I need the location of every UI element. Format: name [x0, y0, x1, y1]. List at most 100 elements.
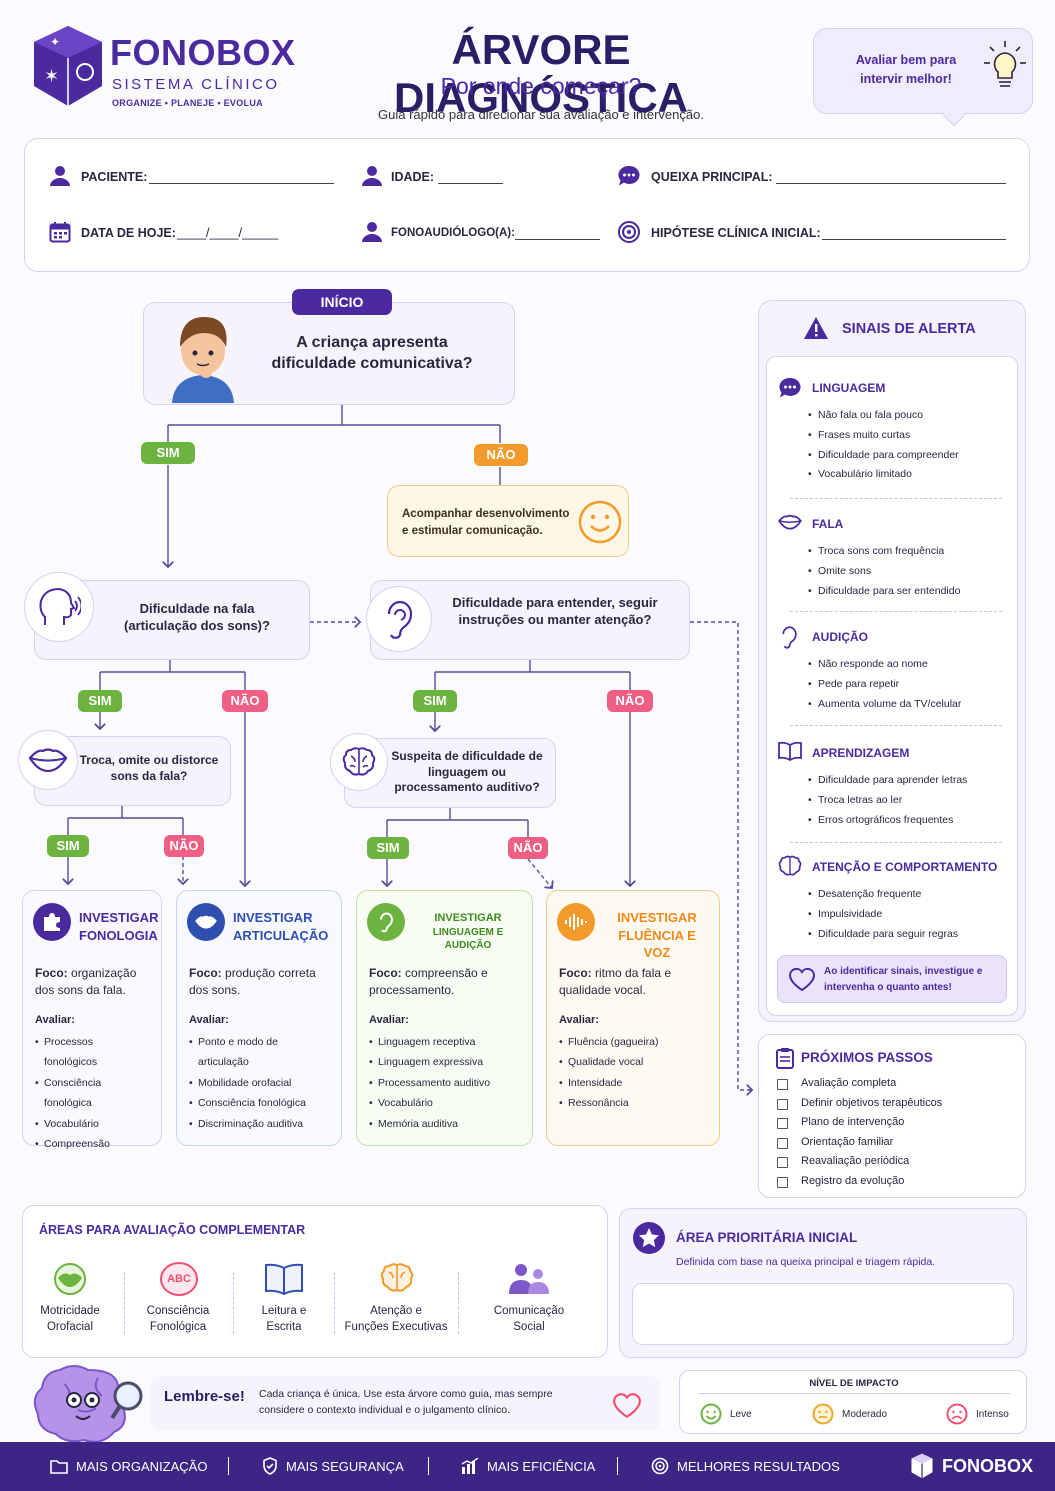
evaluate-label: Avaliar: — [189, 1013, 229, 1026]
patient-form: PACIENTE: IDADE: QUEIXA PRINCIPAL: DATA … — [24, 138, 1030, 272]
hypothesis-field[interactable] — [822, 239, 1006, 240]
card-title-prefix: INVESTIGAR — [617, 910, 697, 925]
impact-level-label: Moderado — [842, 1409, 888, 1420]
patient-label: PACIENTE: — [81, 170, 148, 184]
checklist-item[interactable]: Reavaliação periódica — [777, 1152, 942, 1172]
list-item: Dificuldade para aprender letras — [808, 771, 1004, 791]
clipboard-icon — [776, 1048, 794, 1069]
card-title: ARTICULAÇÃO — [233, 927, 329, 943]
complaint-label: QUEIXA PRINCIPAL: — [651, 170, 773, 184]
alert-note-text: Ao identificar sinais, investigue e inte… — [824, 966, 983, 993]
list-item: Processos fonológicos — [35, 1032, 149, 1073]
star-badge-icon — [633, 1222, 665, 1254]
divider — [790, 725, 1002, 726]
alert-section-title: LINGUAGEM — [812, 381, 886, 395]
user-icon — [50, 166, 70, 186]
checklist-item[interactable]: Orientação familiar — [777, 1133, 942, 1153]
yes-badge: SIM — [78, 690, 122, 712]
heart-icon — [613, 1393, 641, 1419]
brand-logo: ✦ ✶ — [30, 24, 106, 108]
checklist-item[interactable]: Avaliação completa — [777, 1074, 942, 1094]
hypothesis-label: HIPÓTESE CLÍNICA INICIAL: — [651, 226, 821, 240]
reminder-text: Cada criança é única. Use esta árvore co… — [259, 1388, 553, 1416]
bar-chart-icon — [461, 1458, 479, 1474]
complaint-field[interactable] — [776, 183, 1006, 184]
alert-section-speech: FALA Troca sons com frequência Omite son… — [778, 514, 1004, 601]
brain-icon — [778, 855, 802, 883]
list-item: Desatenção frequente — [808, 885, 1004, 905]
priority-input[interactable] — [632, 1283, 1014, 1345]
card-title-prefix: INVESTIGAR — [434, 912, 502, 924]
speech-question: Dificuldade na fala (articulação dos son… — [124, 601, 270, 633]
area-label: Social — [513, 1320, 545, 1333]
tip-bubble: Avaliar bem para intervir melhor! — [813, 28, 1033, 127]
target-icon — [618, 221, 640, 243]
divider — [790, 498, 1002, 499]
area-label: Escrita — [266, 1320, 302, 1333]
svg-text:✦: ✦ — [50, 35, 60, 49]
next-steps-panel: PRÓXIMOS PASSOS Avaliação completa Defin… — [758, 1034, 1026, 1198]
footer-label: MAIS SEGURANÇA — [286, 1458, 404, 1474]
list-item: Intensidade — [559, 1073, 707, 1094]
no-badge: NÃO — [474, 444, 528, 466]
evaluate-label: Avaliar: — [369, 1013, 409, 1026]
focus-label: Foco: — [559, 966, 592, 980]
lips-icon — [187, 903, 225, 941]
brain-icon — [380, 1263, 414, 1292]
brand-name: FONOBOX — [110, 32, 296, 73]
card-title-prefix: INVESTIGAR — [79, 910, 159, 925]
date-field[interactable]: ____/____/_____ — [177, 225, 279, 240]
page-subtitle: Por onde começar? — [440, 73, 642, 99]
yes-badge: SIM — [413, 690, 457, 712]
lightbulb-icon — [984, 41, 1026, 87]
yes-badge: SIM — [47, 835, 89, 857]
area-label: Consciência — [146, 1305, 210, 1317]
alert-section-hearing: AUDIÇÃO Não responde ao nome Pede para r… — [778, 626, 1004, 714]
alert-section-title: FALA — [812, 517, 844, 531]
list-item: Ressonância — [559, 1093, 707, 1114]
brain-icon — [330, 733, 388, 791]
yes-badge: SIM — [141, 442, 195, 464]
focus-text: organização dos sons da fala. — [35, 966, 137, 998]
footer-item: MAIS EFICIÊNCIA — [461, 1457, 595, 1475]
checklist-item[interactable]: Registro da evolução — [777, 1172, 942, 1192]
footer-label: MAIS ORGANIZAÇÃO — [76, 1458, 208, 1474]
area-label: Comunicação — [493, 1305, 565, 1317]
divider — [428, 1457, 429, 1475]
area-orofacial: Motricidade Orofacial — [30, 1304, 110, 1335]
checklist-item[interactable]: Definir objetivos terapêuticos — [777, 1094, 942, 1114]
investigate-articulation-card: INVESTIGAR ARTICULAÇÃO Foco: produção co… — [176, 890, 342, 1146]
therapist-field[interactable] — [515, 239, 600, 240]
list-item: Omite sons — [808, 562, 1004, 582]
footer-item: MELHORES RESULTADOS — [651, 1457, 840, 1475]
complementary-title: ÁREAS PARA AVALIAÇÃO COMPLEMENTAR — [39, 1223, 306, 1237]
age-label: IDADE: — [391, 170, 435, 184]
yes-badge: SIM — [367, 837, 409, 859]
divider — [233, 1272, 234, 1334]
list-item: Mobilidade orofacial — [189, 1073, 329, 1094]
brand-subtitle: SISTEMA CLÍNICO — [112, 76, 280, 93]
evaluate-label: Avaliar: — [35, 1013, 75, 1026]
list-item: Memória auditiva — [369, 1114, 520, 1135]
book-icon — [778, 741, 802, 767]
list-item: Compreensão — [35, 1134, 149, 1155]
divider — [228, 1457, 229, 1475]
start-label: INÍCIO — [292, 289, 392, 315]
patient-field[interactable] — [149, 183, 334, 184]
footer-brand-name: FONOBOX — [942, 1455, 1034, 1476]
shield-check-icon — [263, 1457, 277, 1475]
footer-label: MELHORES RESULTADOS — [677, 1458, 840, 1474]
area-label: Leitura e — [261, 1305, 307, 1317]
neutral-face-icon — [812, 1403, 834, 1425]
list-item: Pede para repetir — [808, 675, 1004, 695]
page-description: Guia rápido para direcionar sua avaliaçã… — [378, 107, 704, 122]
ear-icon — [367, 903, 405, 941]
list-item: Vocabulário — [369, 1093, 520, 1114]
folder-icon — [50, 1460, 68, 1474]
focus-text: compreensão e processamento. — [369, 966, 488, 998]
date-label: DATA DE HOJE: — [81, 226, 176, 240]
age-field[interactable] — [438, 183, 503, 184]
focus-label: Foco: — [369, 966, 402, 980]
checklist-item[interactable]: Plano de intervenção — [777, 1113, 942, 1133]
investigate-language-card: INVESTIGAR LINGUAGEM E AUDIÇÃO Foco: com… — [356, 890, 533, 1146]
